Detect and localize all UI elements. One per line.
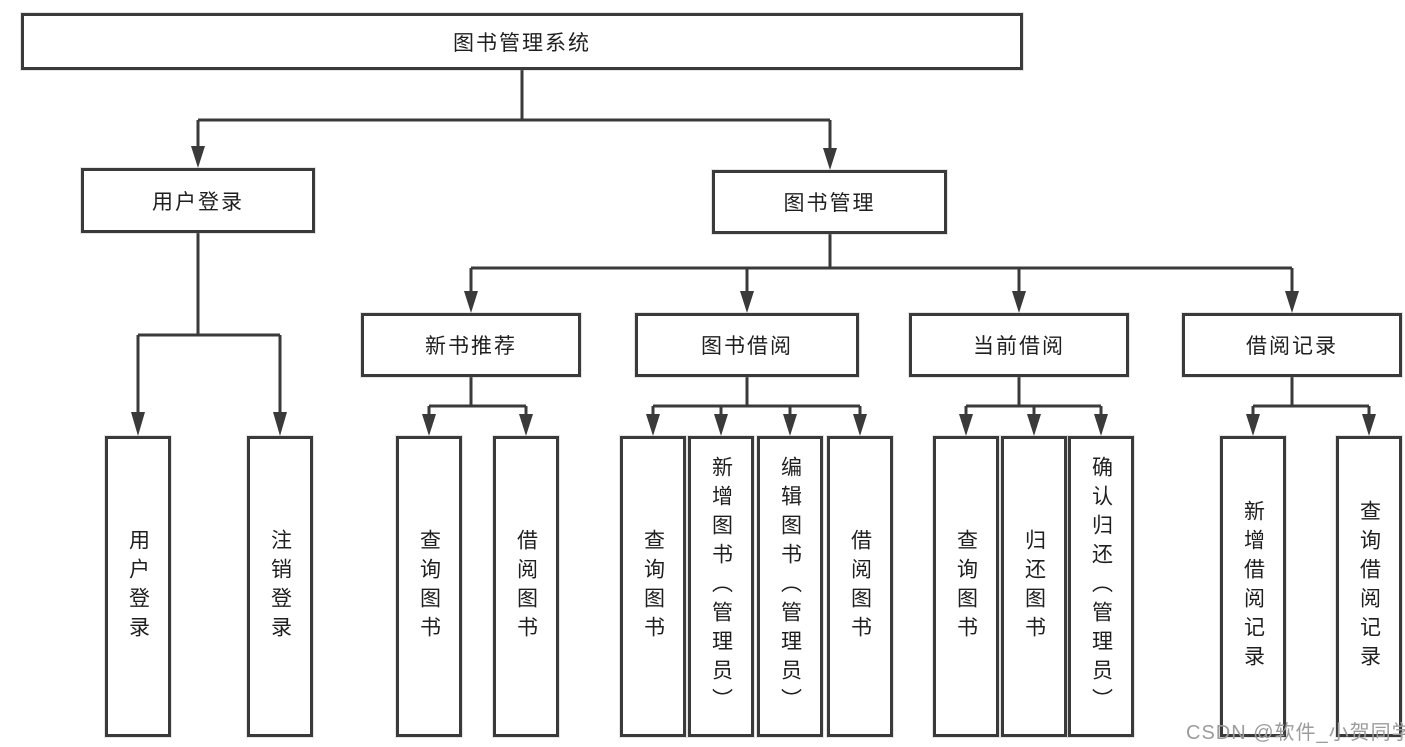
leaf-edit-books-admin: 编辑图书（管理员） (757, 436, 823, 737)
leaf-confirm-return-admin-label: 确认归还（管理员） (1089, 456, 1113, 717)
leaf-user-login-label: 用户登录 (126, 528, 150, 645)
leaf-return-books: 归还图书 (1001, 436, 1067, 737)
root-node-label: 图书管理系统 (453, 31, 591, 55)
node-new-book-recommend: 新书推荐 (361, 313, 581, 377)
node-book-management: 图书管理 (712, 170, 947, 234)
leaf-query-borrow-record: 查询借阅记录 (1336, 436, 1402, 737)
node-new-book-recommend-label: 新书推荐 (425, 335, 517, 358)
node-user-login: 用户登录 (81, 168, 315, 233)
leaf-query-books-current: 查询图书 (933, 436, 999, 737)
leaf-query-borrow-record-label: 查询借阅记录 (1357, 499, 1381, 674)
leaf-query-books-recommend: 查询图书 (396, 436, 462, 737)
leaf-confirm-return-admin: 确认归还（管理员） (1068, 436, 1134, 737)
leaf-borrow-books: 借阅图书 (827, 436, 893, 737)
leaf-add-borrow-record: 新增借阅记录 (1220, 436, 1286, 737)
leaf-user-login: 用户登录 (105, 436, 171, 737)
leaf-logout: 注销登录 (247, 436, 313, 737)
leaf-borrow-books-label: 借阅图书 (848, 528, 872, 645)
leaf-return-books-label: 归还图书 (1022, 528, 1046, 645)
node-current-borrow-label: 当前借阅 (973, 335, 1065, 358)
root-node-library-management-system: 图书管理系统 (21, 13, 1023, 70)
leaf-borrow-books-recommend: 借阅图书 (493, 436, 559, 737)
leaf-borrow-books-recommend-label: 借阅图书 (514, 528, 538, 645)
node-book-management-label: 图书管理 (783, 192, 876, 215)
csdn-watermark: CSDN @软件_小贺同学 (1186, 722, 1405, 744)
leaf-add-books-admin-label: 新增图书（管理员） (709, 456, 733, 717)
node-current-borrow: 当前借阅 (909, 313, 1129, 377)
node-borrow-records-label: 借阅记录 (1246, 335, 1338, 358)
leaf-add-books-admin: 新增图书（管理员） (688, 436, 754, 737)
leaf-add-borrow-record-label: 新增借阅记录 (1241, 499, 1265, 674)
leaf-logout-label: 注销登录 (268, 528, 292, 645)
leaf-query-books-borrow: 查询图书 (620, 436, 686, 737)
leaf-query-books-current-label: 查询图书 (954, 528, 978, 645)
node-borrow-records: 借阅记录 (1182, 313, 1402, 377)
node-book-borrow: 图书借阅 (635, 313, 859, 377)
node-book-borrow-label: 图书借阅 (701, 335, 793, 358)
leaf-query-books-recommend-label: 查询图书 (417, 528, 441, 645)
leaf-query-books-borrow-label: 查询图书 (641, 528, 665, 645)
leaf-edit-books-admin-label: 编辑图书（管理员） (778, 456, 802, 717)
node-user-login-label: 用户登录 (152, 190, 244, 214)
